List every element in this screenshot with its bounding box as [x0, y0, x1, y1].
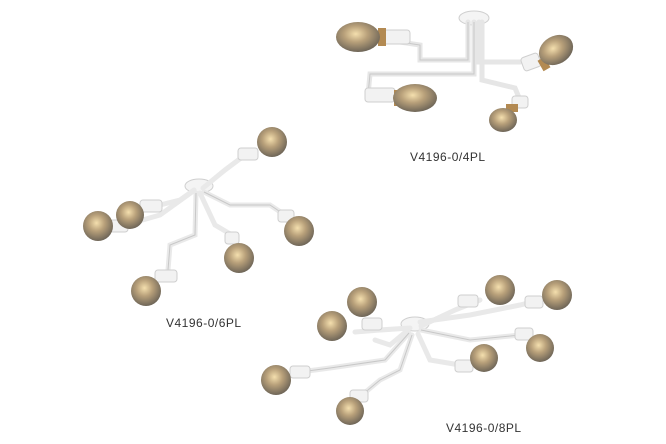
- bulb: [317, 311, 347, 341]
- bulb: [336, 397, 364, 425]
- bulb: [284, 216, 314, 246]
- socket: [237, 147, 259, 161]
- model-label-6pl: V4196-0/6PL: [166, 316, 242, 330]
- bulb: [537, 34, 574, 72]
- bulb: [489, 104, 518, 132]
- socket: [224, 231, 240, 245]
- bulb: [261, 365, 291, 395]
- socket: [457, 294, 479, 308]
- socket: [154, 269, 178, 283]
- bulb: [83, 211, 113, 241]
- bulb: [224, 243, 254, 273]
- bulb: [526, 334, 554, 362]
- bulb: [131, 276, 161, 306]
- bulb: [485, 275, 515, 305]
- socket: [520, 52, 542, 72]
- socket: [361, 317, 383, 331]
- model-label-8pl: V4196-0/8PL: [446, 421, 522, 435]
- bulb: [542, 280, 572, 310]
- socket: [289, 365, 311, 379]
- model-label-4pl: V4196-0/4PL: [410, 150, 486, 164]
- bulb: [257, 127, 287, 157]
- bulb: [393, 84, 437, 112]
- bulb: [470, 344, 498, 372]
- bulb: [336, 22, 386, 52]
- bulb: [116, 201, 144, 229]
- bulb: [347, 287, 377, 317]
- socket: [454, 359, 474, 373]
- socket: [514, 327, 534, 341]
- socket: [524, 295, 544, 309]
